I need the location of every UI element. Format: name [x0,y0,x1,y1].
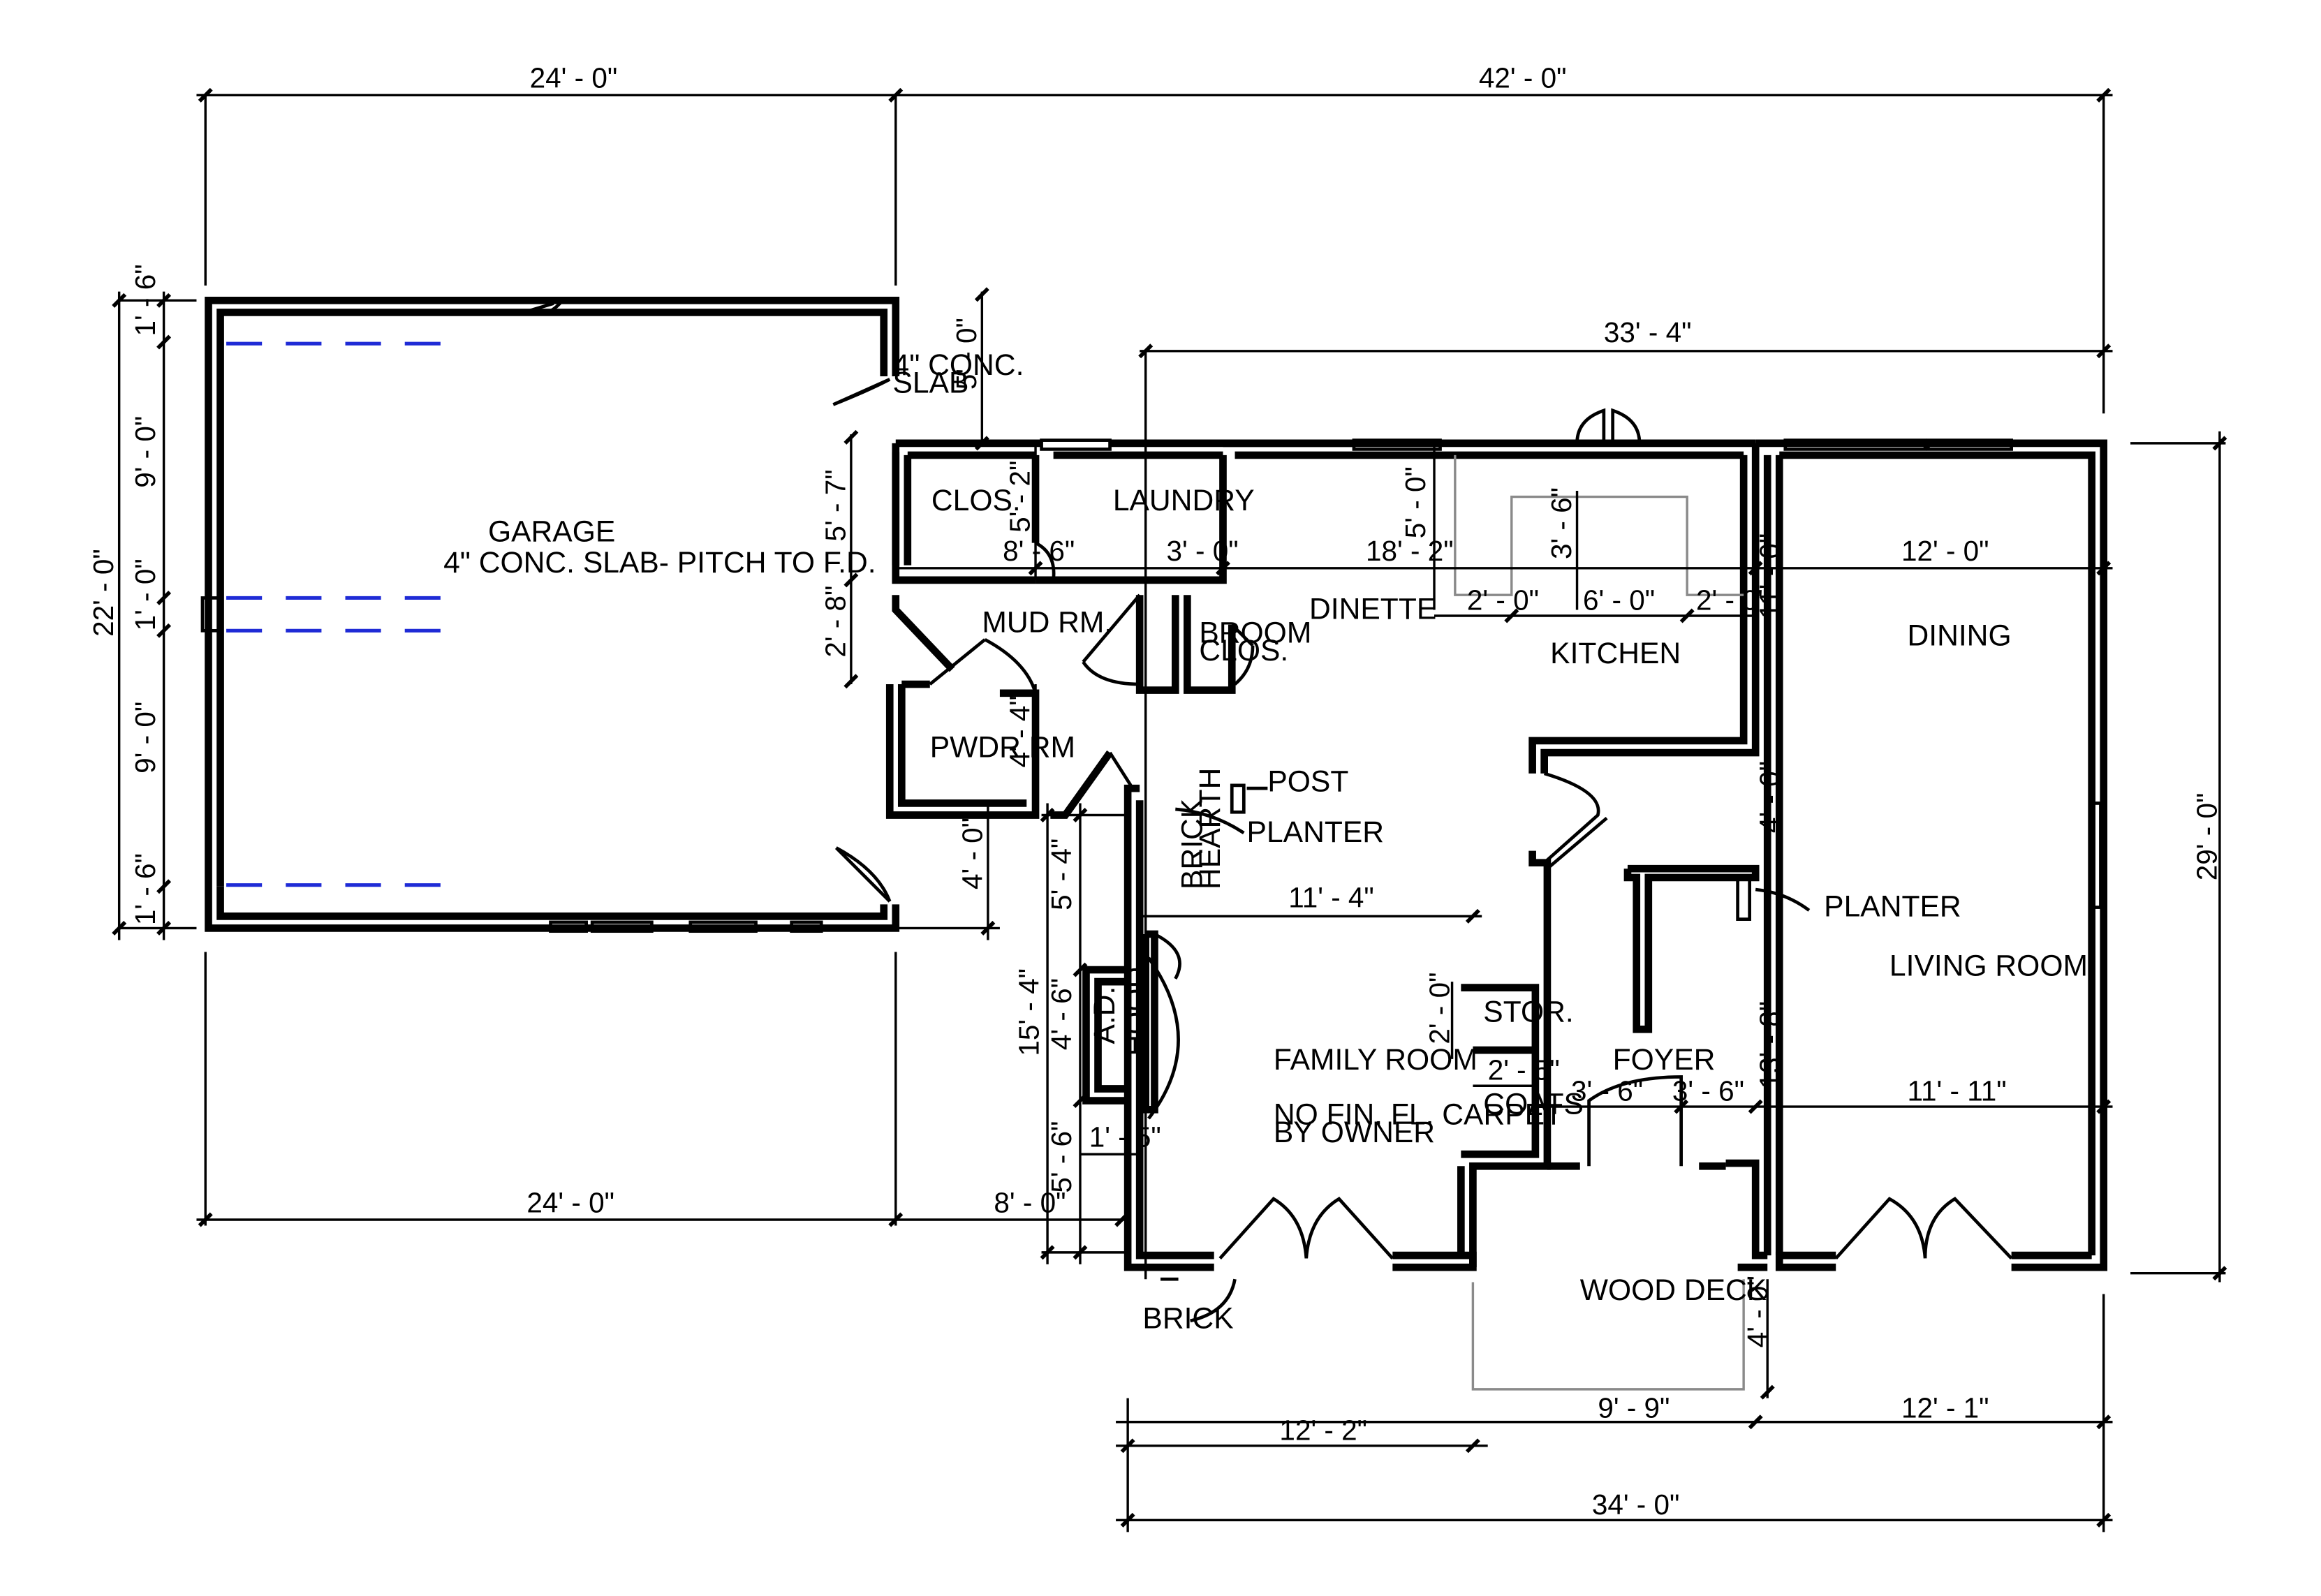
dim-left-b: 9' - 0" [129,416,161,488]
dim-kitchen-depth: 5' - 0" [1399,466,1431,538]
label-broom-2: CLOS. [1199,634,1288,667]
dim-k-a: 2' - 0" [1467,584,1539,616]
label-living-room: LIVING ROOM [1889,950,2088,983]
dim-family-width: 11' - 4" [1288,882,1374,914]
dim-foyer-right: 3' - 6" [1672,1075,1744,1107]
dim-k-c: 2' - 0" [1696,584,1768,616]
dim-pwdr-depth: 4' - 4" [1004,695,1036,767]
label-wood-deck: WOOD DECK [1580,1273,1767,1307]
dim-kitchen-island: 3' - 6" [1545,487,1577,559]
dim-bot-a: 12' - 2" [1279,1414,1367,1446]
dim-house-width: 33' - 4" [1604,316,1692,348]
dim-laundry-height: 5' - 2" [1004,461,1036,533]
dim-dining-depth: 11' - 0" [1753,533,1785,619]
label-dining: DINING [1907,619,2011,653]
dim-top-garage: 24' - 0" [530,62,618,94]
label-planter-1: PLANTER [1247,815,1384,849]
dim-fp-offset: 1' - 5" [1089,1121,1161,1153]
dim-k-b: 6' - 0" [1583,584,1655,616]
room-labels: GARAGE 4" CONC. SLAB- PITCH TO F.D. 4" C… [443,348,2088,1336]
label-laundry: LAUNDRY [1113,484,1255,517]
dim-bot-total: 34' - 0" [1592,1488,1680,1521]
label-carpet-1: NO FIN. FL. CARPET [1274,1098,1563,1132]
dim-stor-depth: 2' - 0" [1423,973,1455,1044]
label-family-room: FAMILY ROOM [1274,1043,1478,1077]
dim-top-house: 42' - 0" [1479,62,1567,94]
dim-bot-c: 12' - 1" [1901,1391,1989,1424]
label-dinette: DINETTE [1309,592,1436,626]
dim-clos-height: 5' - 7" [819,469,851,541]
label-carpet-2: BY OWNER [1274,1116,1435,1149]
label-foyer: FOYER [1613,1043,1716,1077]
label-slab-1: 4" CONC. [893,348,1024,382]
dimension-labels: 24' - 0" 42' - 0" 33' - 4" 22' - 0" 1' -… [87,62,2223,1521]
dim-planter-depth: 4' - 0" [1753,761,1785,833]
dim-foyer-left: 3' - 6" [1571,1075,1643,1107]
label-broom-1: BROOM [1199,616,1311,649]
dim-right-total: 29' - 0" [2191,793,2223,881]
label-hearth: HEARTH [1193,768,1227,889]
dim-step-depth: 4' - 0" [956,818,988,889]
label-pwdr-rm: PWDR RM [930,730,1075,764]
dimension-lines [112,87,2227,1532]
garage-door-markers [226,341,455,887]
dim-left-a: 1' - 6" [129,264,161,336]
label-garage-note: 4" CONC. SLAB- PITCH TO F.D. [443,546,876,579]
dim-left-total: 22' - 0" [87,549,119,637]
dim-coats-width: 2' - 5" [1488,1054,1560,1086]
dim-left-e: 1' - 6" [129,853,161,925]
label-mud-room: MUD RM. [982,605,1112,639]
dim-deck-depth: 4' - 0" [1741,1276,1774,1347]
dim-living-width: 11' - 11" [1907,1075,2006,1107]
label-brick-2: BRICK [1142,1302,1233,1336]
dim-bottom-garage: 24' - 0" [526,1186,614,1218]
garage-walls [200,297,900,933]
dim-bottom-gap: 8' - 0" [994,1186,1066,1218]
dim-slab-depth: 5' - 0" [950,318,982,390]
dim-left-d: 9' - 0" [129,702,161,774]
dim-bot-b: 9' - 9" [1598,1391,1670,1424]
dim-clos-width: 8' - 6" [1003,535,1075,567]
dim-fp-total: 15' - 4" [1012,968,1045,1056]
dim-fp-a: 5' - 4" [1045,838,1077,910]
label-clos: CLOS. [931,484,1021,517]
label-post: POST [1267,764,1348,798]
label-stor: STOR. [1483,996,1573,1029]
label-hood: HOOD [1119,967,1153,1056]
dim-left-c: 1' - 0" [129,559,161,630]
dim-fp-c: 5' - 6" [1045,1121,1077,1193]
dim-living-depth: 13' - 8" [1753,1001,1785,1089]
dim-dinette-width: 18' - 2" [1366,535,1454,567]
label-garage: GARAGE [488,515,615,548]
label-coats: COATS [1483,1088,1584,1121]
label-planter-2: PLANTER [1824,889,1961,923]
dim-mud-height: 2' - 8" [819,586,851,658]
label-ad: A.D. [1088,987,1121,1044]
label-slab-2: SLAB [893,366,969,399]
label-brick-1: BRICK [1176,799,1209,889]
dim-laundry-gap: 3' - 0" [1167,535,1239,567]
dim-dining-width: 12' - 0" [1901,535,1989,567]
label-kitchen: KITCHEN [1550,637,1681,670]
dim-fp-b: 4' - 6" [1045,978,1077,1050]
